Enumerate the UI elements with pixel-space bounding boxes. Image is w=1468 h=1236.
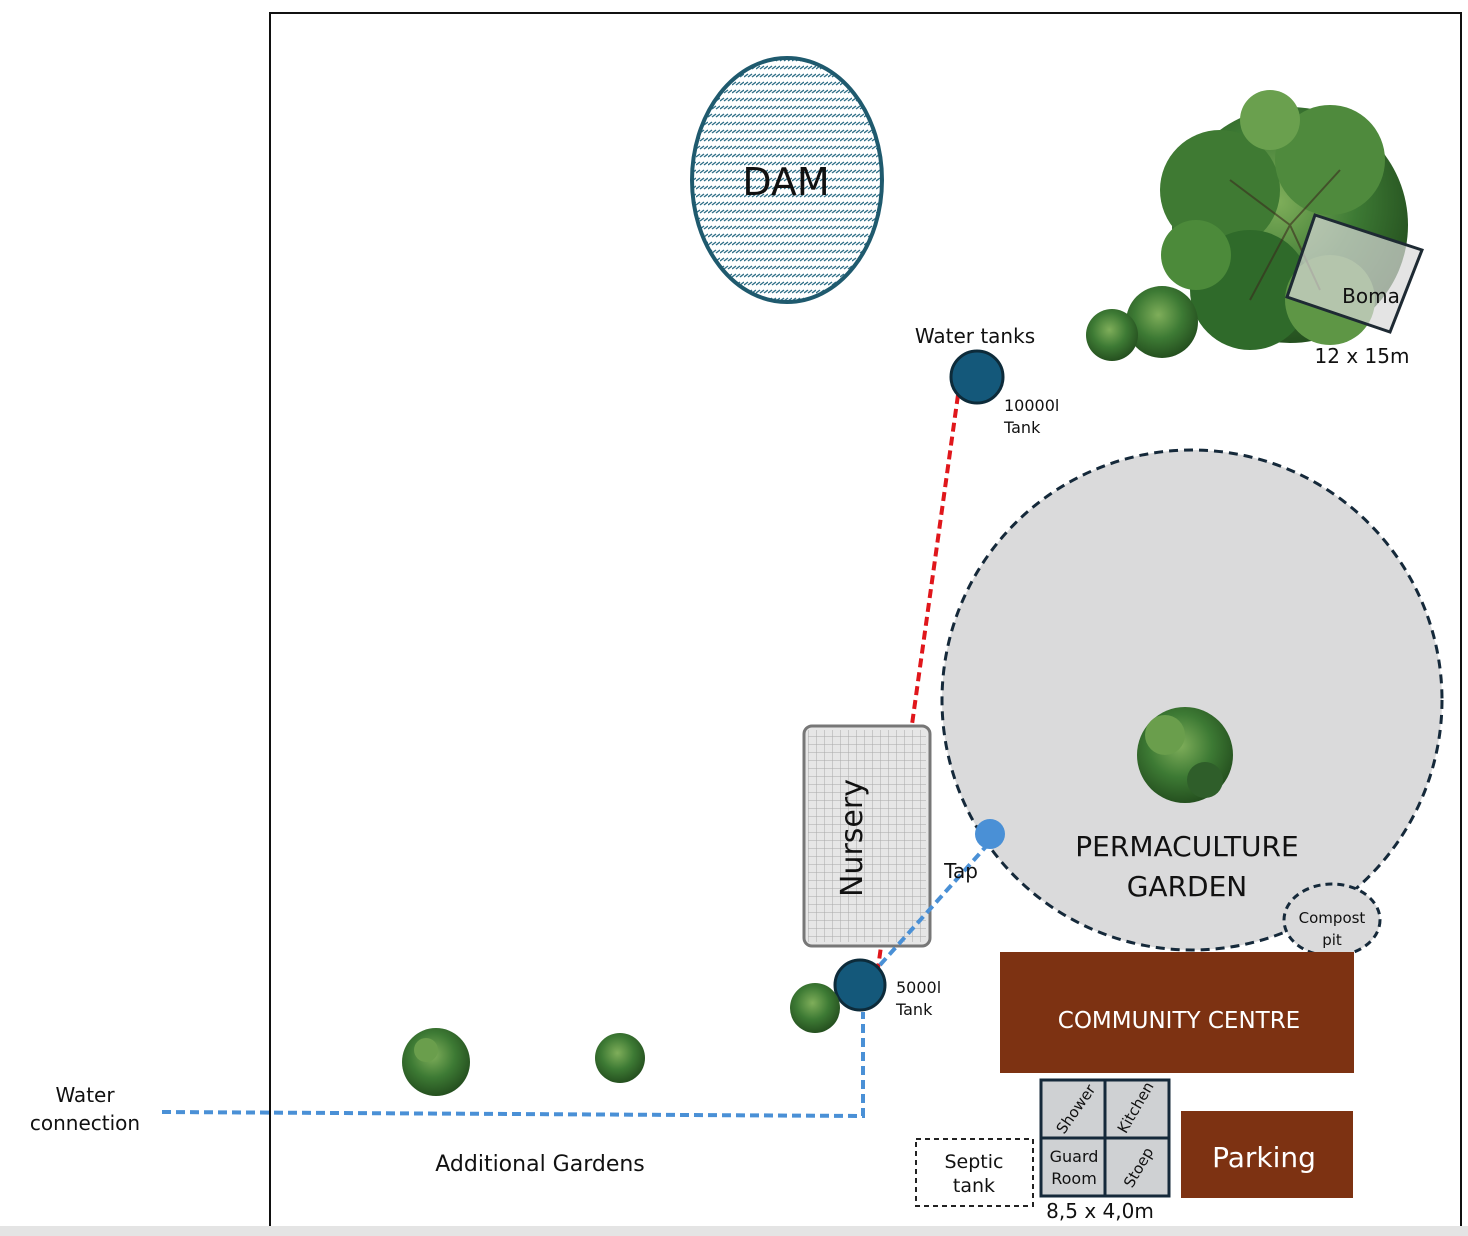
bottom-strip: [0, 1226, 1468, 1236]
compost-label-1: Compost: [1299, 909, 1366, 927]
tank-5000l-label-1: 5000l: [896, 978, 941, 997]
boma: Boma 12 x 15m: [1285, 213, 1424, 368]
tap-label: Tap: [943, 859, 978, 883]
community-centre-label: COMMUNITY CENTRE: [1058, 1008, 1300, 1034]
tank-5000l: [833, 958, 887, 1012]
dam-label: DAM: [742, 160, 829, 204]
tank-10000l-label-1: 10000l: [1004, 396, 1059, 415]
parking: Parking: [1181, 1111, 1353, 1198]
tank-5000l-group: 5000l Tank: [833, 958, 941, 1019]
compost-pit: Compost pit: [1282, 882, 1382, 958]
guard-room-label-1: Guard: [1050, 1147, 1099, 1166]
nursery-label: Nursery: [835, 779, 870, 897]
guard-room-label-2: Room: [1051, 1169, 1097, 1188]
building-size: 8,5 x 4,0m: [1046, 1199, 1154, 1223]
septic-tank: Septic tank: [915, 1138, 1034, 1207]
boma-size: 12 x 15m: [1315, 344, 1410, 368]
parking-label: Parking: [1212, 1141, 1316, 1174]
additional-gardens-label: Additional Gardens: [435, 1152, 645, 1177]
septic-label-1: Septic: [945, 1151, 1004, 1173]
water-connection-label-1: Water: [55, 1083, 115, 1107]
tap-point: [975, 819, 1005, 849]
parking-area: [1181, 1111, 1353, 1198]
tree-small-3: [595, 1033, 645, 1083]
garden-label-2: GARDEN: [1127, 870, 1248, 903]
water-tanks: Water tanks 10000l Tank: [915, 324, 1059, 437]
tree-small-1: [790, 983, 840, 1033]
tank-10000l-label-2: Tank: [1003, 418, 1041, 437]
water-connection-label-2: connection: [30, 1111, 140, 1135]
compost-label-2: pit: [1322, 931, 1342, 949]
boma-enclosure: [1285, 213, 1424, 334]
septic-label-2: tank: [953, 1175, 995, 1197]
pipe-water-connection: [161, 1012, 865, 1119]
community-centre: COMMUNITY CENTRE: [1000, 952, 1354, 1073]
community-centre-building: [1000, 952, 1354, 1073]
boma-label: Boma: [1342, 284, 1400, 308]
water-tanks-title: Water tanks: [915, 324, 1035, 348]
garden-label-1: PERMACULTURE: [1075, 830, 1298, 863]
tree-small-2: [402, 1028, 470, 1096]
guard-building: Shower Kitchen Guard Room Stoep 8,5 x 4,…: [1039, 1078, 1171, 1223]
tank-5000l-label-2: Tank: [895, 1000, 933, 1019]
garden-tree: [1137, 707, 1233, 803]
tank-10000l: [949, 349, 1005, 405]
permaculture-garden: PERMACULTURE GARDEN: [940, 448, 1444, 952]
nursery: Nursery: [802, 724, 932, 948]
dam: DAM: [690, 56, 884, 304]
septic-tank-outline: [915, 1138, 1034, 1207]
garden-area: [940, 448, 1444, 952]
dam-pond: [690, 56, 884, 304]
